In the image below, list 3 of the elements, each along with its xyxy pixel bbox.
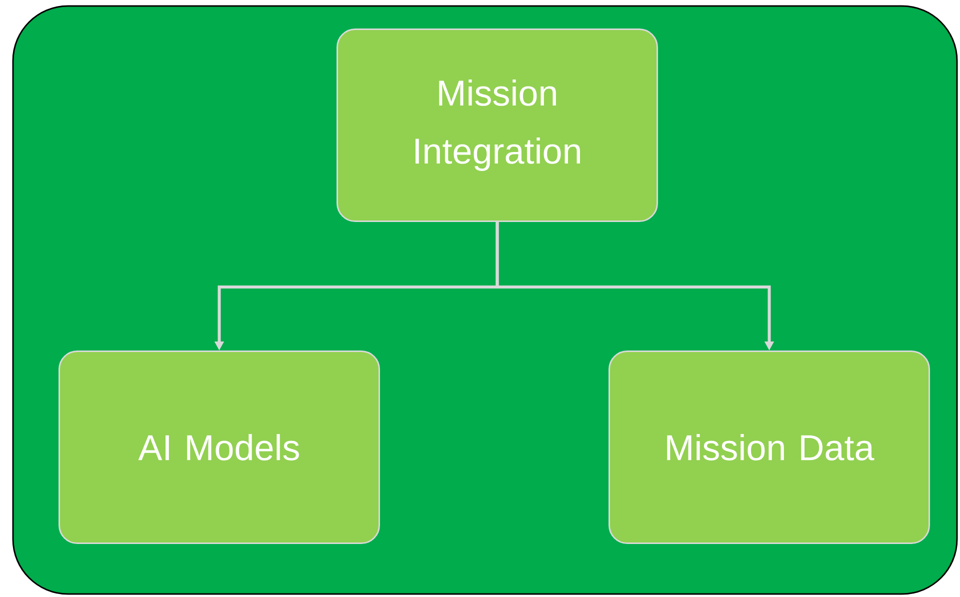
process-box: Mission Data [608,350,930,544]
process-box: Mission Integration [336,28,658,222]
process-box: AI Models [58,350,380,544]
